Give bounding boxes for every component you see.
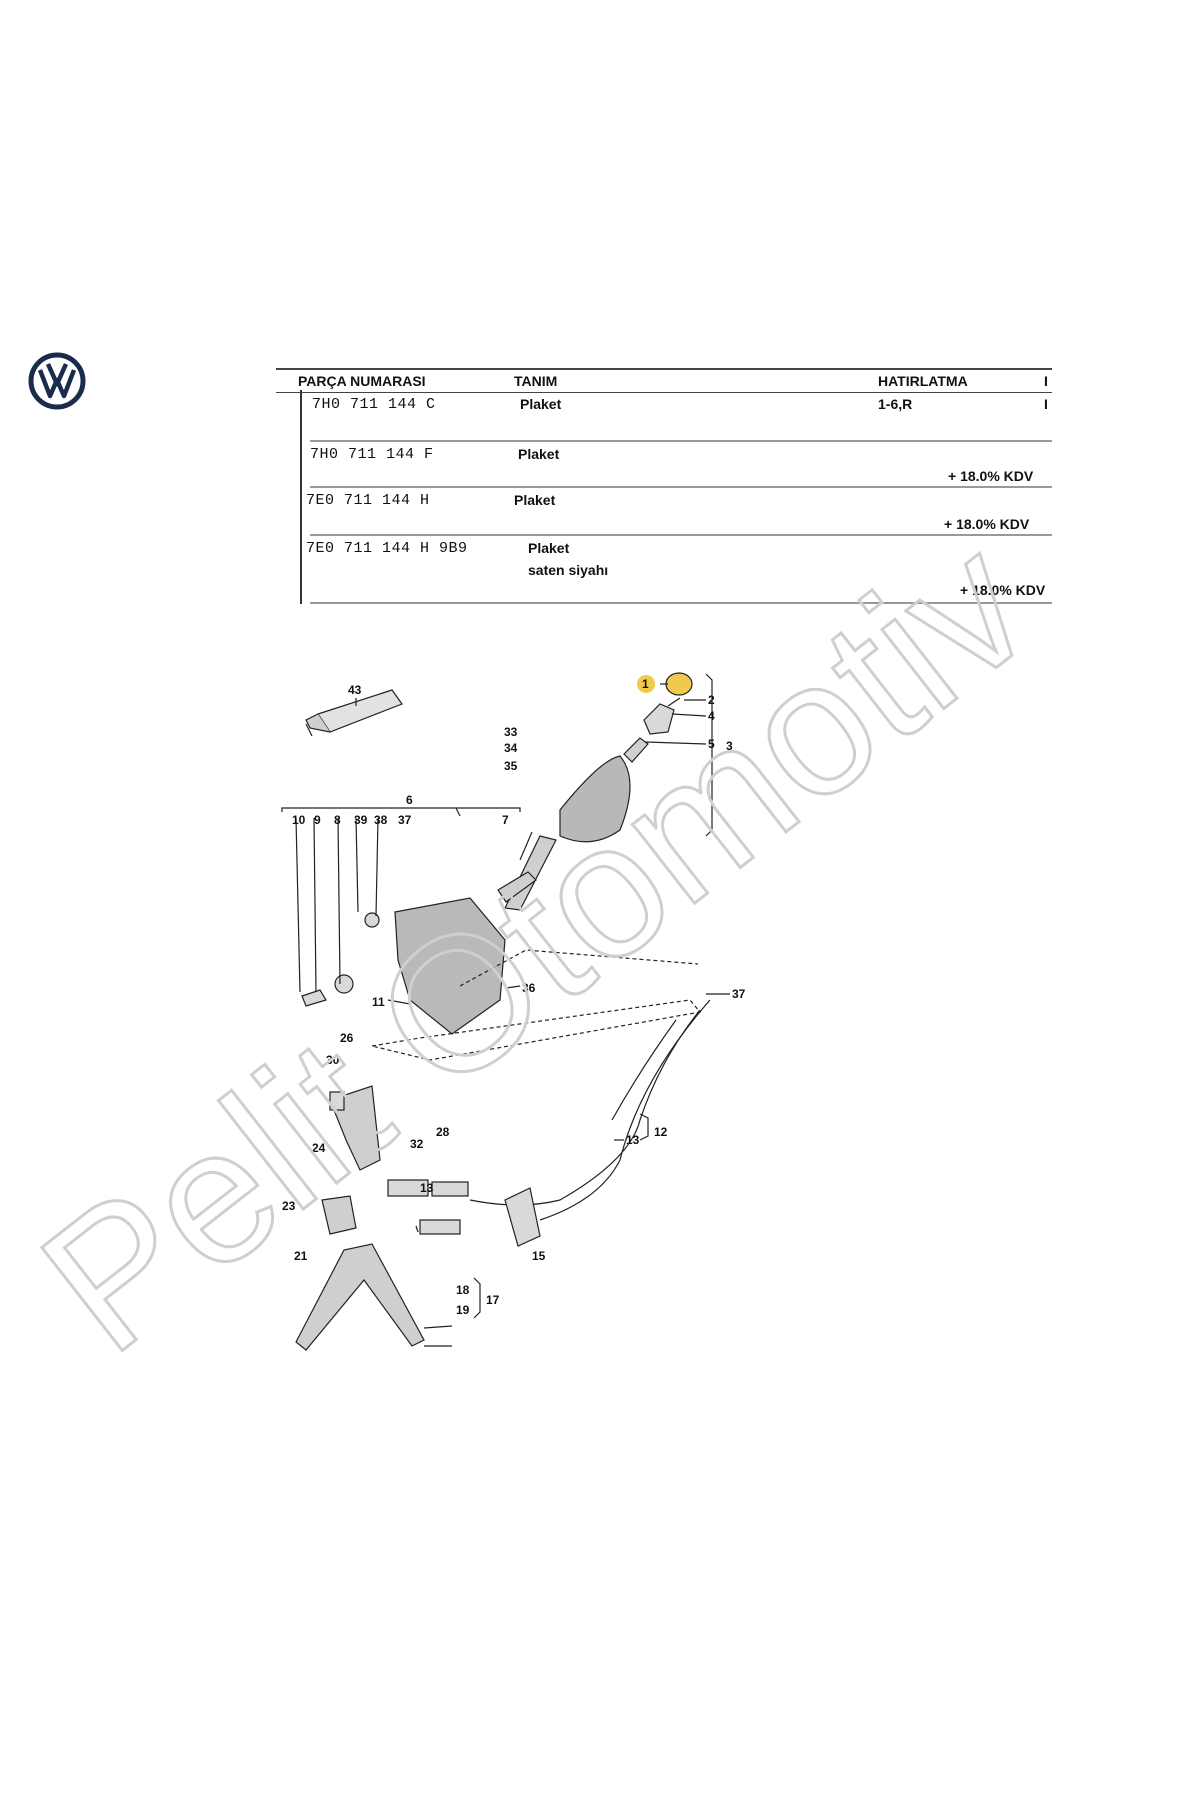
callout-label: 23 — [282, 1199, 296, 1213]
cable-13 — [469, 1009, 701, 1206]
part-extra: I — [1044, 396, 1048, 412]
table-row[interactable]: 7H0 711 144 F Plaket + 18.0% KDV — [310, 442, 1052, 488]
callout-label: 5 — [708, 737, 715, 751]
callout-label: 4 — [708, 709, 715, 723]
callout-label: 11 — [372, 995, 385, 1009]
callout-label: 18 — [456, 1283, 470, 1297]
header-extra: I — [1044, 373, 1048, 389]
callout-label: 9 — [314, 813, 321, 827]
callout-label: 13 — [626, 1133, 640, 1147]
callout-label: 3 — [726, 739, 733, 753]
header-description: TANIM — [514, 373, 558, 389]
part-description-variant: saten siyahı — [528, 562, 609, 578]
table-row[interactable]: 7H0 711 144 C Plaket 1-6,R I — [310, 392, 1052, 442]
part-description: Plaket — [518, 446, 560, 462]
volkswagen-logo — [28, 352, 86, 410]
parts-table: PARÇA NUMARASI TANIM HATIRLATMA I 7H0 71… — [276, 368, 1052, 604]
callout-label: 32 — [410, 1137, 424, 1151]
knob-cap-highlight — [665, 672, 693, 696]
callout-label: 13 — [420, 1181, 434, 1195]
callout-label: 8 — [334, 813, 341, 827]
part-kdv: + 18.0% KDV — [944, 516, 1030, 532]
callout-label: 28 — [436, 1125, 450, 1139]
exploded-parts-diagram: 1 2 3 4 5 6 7 8 9 10 11 12 13 13 15 17 1… — [0, 640, 1200, 1360]
callout-label: 15 — [532, 1249, 546, 1263]
callout-label: 30 — [326, 1053, 340, 1067]
part-number: 7H0 711 144 F — [310, 446, 434, 463]
callout-1-highlight — [637, 675, 655, 693]
header-reminder: HATIRLATMA — [878, 373, 968, 389]
callout-label: 34 — [504, 741, 518, 755]
cable-12 — [539, 999, 711, 1221]
part-number: 7H0 711 144 C — [312, 396, 436, 413]
callout-label: 38 — [374, 813, 388, 827]
callout-label: 26 — [340, 1031, 354, 1045]
part-note: 1-6,R — [878, 396, 913, 412]
callout-label: 35 — [504, 759, 518, 773]
part-description: Plaket — [528, 540, 570, 556]
lever-housing — [394, 897, 506, 1035]
callout-label: 36 — [522, 981, 536, 995]
support-bracket — [295, 1243, 425, 1351]
callout-label: 43 — [348, 683, 362, 697]
callout-label: 2 — [708, 693, 715, 707]
header-part-number: PARÇA NUMARASI — [298, 373, 426, 389]
callout-label: 6 — [406, 793, 413, 807]
callout-label: 1 — [642, 677, 649, 691]
diagram-svg: 1 2 3 4 5 6 7 8 9 10 11 12 13 13 15 17 1… — [281, 672, 746, 1351]
part-number: 7E0 711 144 H 9B9 — [306, 540, 468, 557]
table-row[interactable]: 7E0 711 144 H 9B9 Plaket saten siyahı + … — [306, 536, 1052, 604]
part-kdv: + 18.0% KDV — [960, 582, 1046, 598]
part-description: Plaket — [514, 492, 556, 508]
part-kdv: + 18.0% KDV — [948, 468, 1034, 484]
gear-knob — [643, 703, 675, 735]
callout-label: 37 — [732, 987, 746, 1001]
table-header: PARÇA NUMARASI TANIM HATIRLATMA I — [276, 368, 1052, 393]
callout-label: 39 — [354, 813, 368, 827]
spring — [623, 737, 649, 763]
screw-2 — [667, 697, 681, 707]
callout-label: 33 — [504, 725, 518, 739]
part-number: 7E0 711 144 H — [306, 492, 430, 509]
callout-label: 10 — [292, 813, 306, 827]
table-row[interactable]: 7E0 711 144 H Plaket + 18.0% KDV — [306, 488, 1052, 536]
table-left-rule — [300, 390, 302, 604]
callout-label: 37 — [398, 813, 412, 827]
callout-label: 7 — [502, 813, 509, 827]
shift-lever — [504, 835, 557, 911]
callout-label: 12 — [654, 1125, 668, 1139]
gear-boot — [559, 755, 631, 843]
callout-label: 21 — [294, 1249, 308, 1263]
callout-label: 19 — [456, 1303, 470, 1317]
callout-label: 24 — [312, 1141, 326, 1155]
part-description: Plaket — [520, 396, 562, 412]
callout-label: 17 — [486, 1293, 500, 1307]
